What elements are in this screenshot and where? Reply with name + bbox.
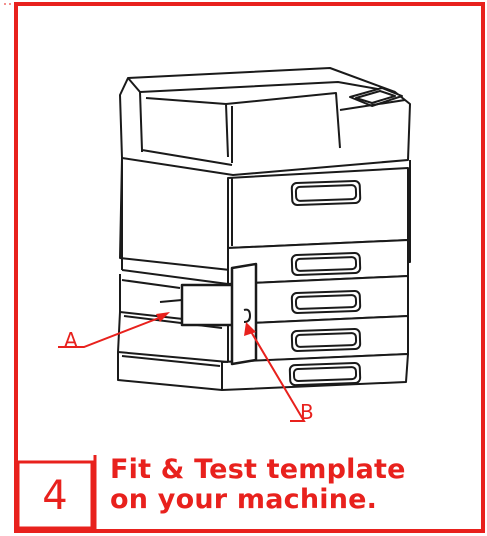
caption-line-1: Fit & Test template <box>110 454 406 485</box>
callout-label-a: A <box>64 328 78 352</box>
side-door <box>230 262 258 366</box>
step-number: 4 <box>42 473 68 519</box>
step-number-box <box>16 460 94 530</box>
leader-b <box>249 329 306 422</box>
arrow-a <box>156 312 170 322</box>
callout-leaders <box>58 315 306 422</box>
caption-line-2: on your machine. <box>110 484 378 515</box>
template-sheet <box>180 283 236 327</box>
instruction-caption: Fit & Test template on your machine. <box>110 455 482 515</box>
callout-label-b: B <box>300 400 314 424</box>
leader-a <box>58 315 165 348</box>
panel-border <box>14 2 485 533</box>
arrow-b <box>244 322 256 336</box>
printer-illustration <box>117 67 411 391</box>
